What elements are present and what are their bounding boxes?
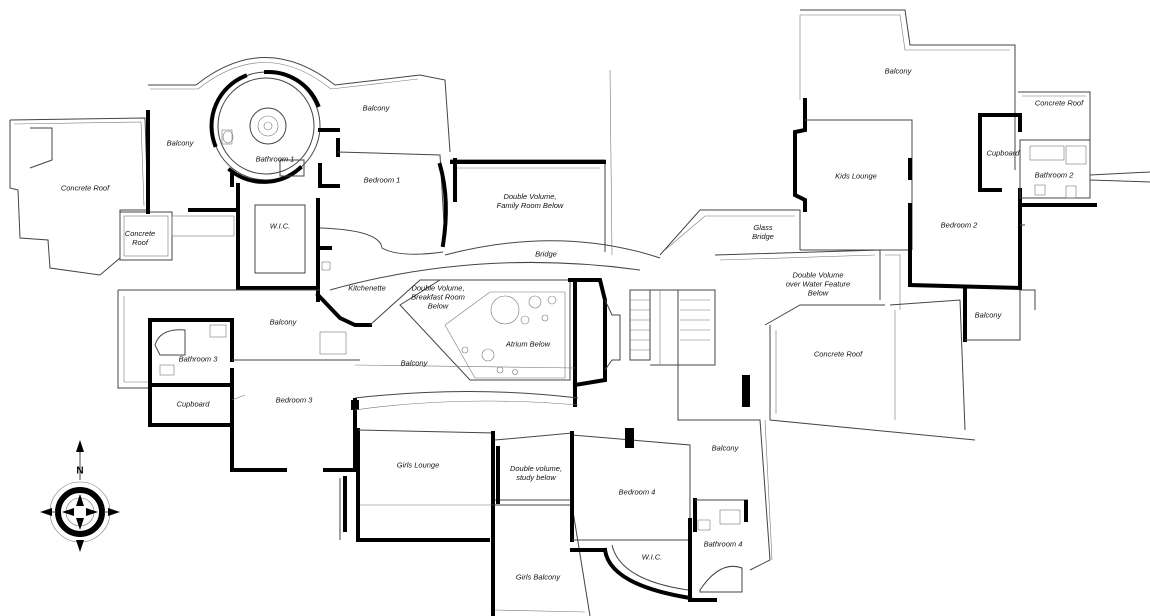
balcony-center-lines [354,364,579,411]
room-label-wic-1: W.I.C. [269,221,291,231]
bedroom-1-area [188,151,448,290]
room-label-balcony-top-right: Balcony [884,66,912,76]
room-label-concrete-roof-center: Concrete Roof [813,349,863,359]
room-label-bathroom-2: Bathroom 2 [1034,170,1074,180]
room-label-balcony-top-center: Balcony [362,103,390,113]
room-label-bedroom-1: Bedroom 1 [363,175,401,185]
room-label-bathroom-1: Bathroom 1 [255,154,295,164]
room-label-girls-lounge: Girls Lounge [396,460,440,470]
room-label-wic-4: W.I.C. [641,552,663,562]
girls-lounge-area [339,428,496,616]
study-balcony-area [494,432,591,616]
room-label-balcony-right-small: Balcony [974,310,1002,320]
room-label-kids-lounge: Kids Lounge [835,171,877,181]
room-label-cupboard-2: Cupboard [986,148,1020,158]
room-label-double-volume-water: Double Volume over Water Feature Below [785,270,851,298]
room-label-concrete-roof-left: Concrete Roof [60,183,110,193]
room-label-balcony-bottom-right: Balcony [711,443,739,453]
room-label-balcony-center: Balcony [400,358,428,368]
far-right-outline [885,254,966,431]
compass-north-label: N [76,465,84,477]
room-label-double-volume-breakfast: Double Volume, Breakfast Room Below [411,283,465,311]
room-label-concrete-roof-small: Concrete Roof [124,229,156,247]
concrete-roof-center-outline [742,325,976,441]
atrium-area [399,278,621,407]
water-feature-area [677,249,885,421]
room-label-bedroom-2: Bedroom 2 [940,220,978,230]
room-label-balcony-west: Balcony [166,138,194,148]
concrete-roof-left-outline [9,117,235,276]
room-label-kitchenette: Kitchenette [348,283,386,293]
bathroom-1-area [146,57,451,214]
room-label-double-volume-study: Double volume, study below [509,464,563,482]
bathroom-3-area [117,289,360,472]
room-label-girls-balcony: Girls Balcony [515,572,561,582]
room-label-balcony-mid-left: Balcony [269,317,297,327]
room-label-bridge: Bridge [535,249,557,259]
room-label-bathroom-3: Bathroom 3 [178,354,218,364]
stair-area [629,289,716,366]
room-label-cupboard-3: Cupboard [176,399,210,409]
bedroom-4-area [570,428,748,602]
kids-lounge-area [793,9,1016,251]
room-label-glass-bridge: Glass Bridge [752,223,774,241]
room-label-bathroom-4: Bathroom 4 [703,539,743,549]
family-bridge-area [329,69,801,291]
room-label-bedroom-4: Bedroom 4 [618,487,656,497]
room-label-atrium-below: Atrium Below [505,339,551,349]
room-label-double-volume-family: Double Volume, Family Room Below [496,192,564,210]
room-label-bedroom-3: Bedroom 3 [275,395,313,405]
bedroom-2-area [907,91,1150,342]
north-compass [40,440,120,552]
room-label-concrete-roof-right: Concrete Roof [1034,98,1084,108]
